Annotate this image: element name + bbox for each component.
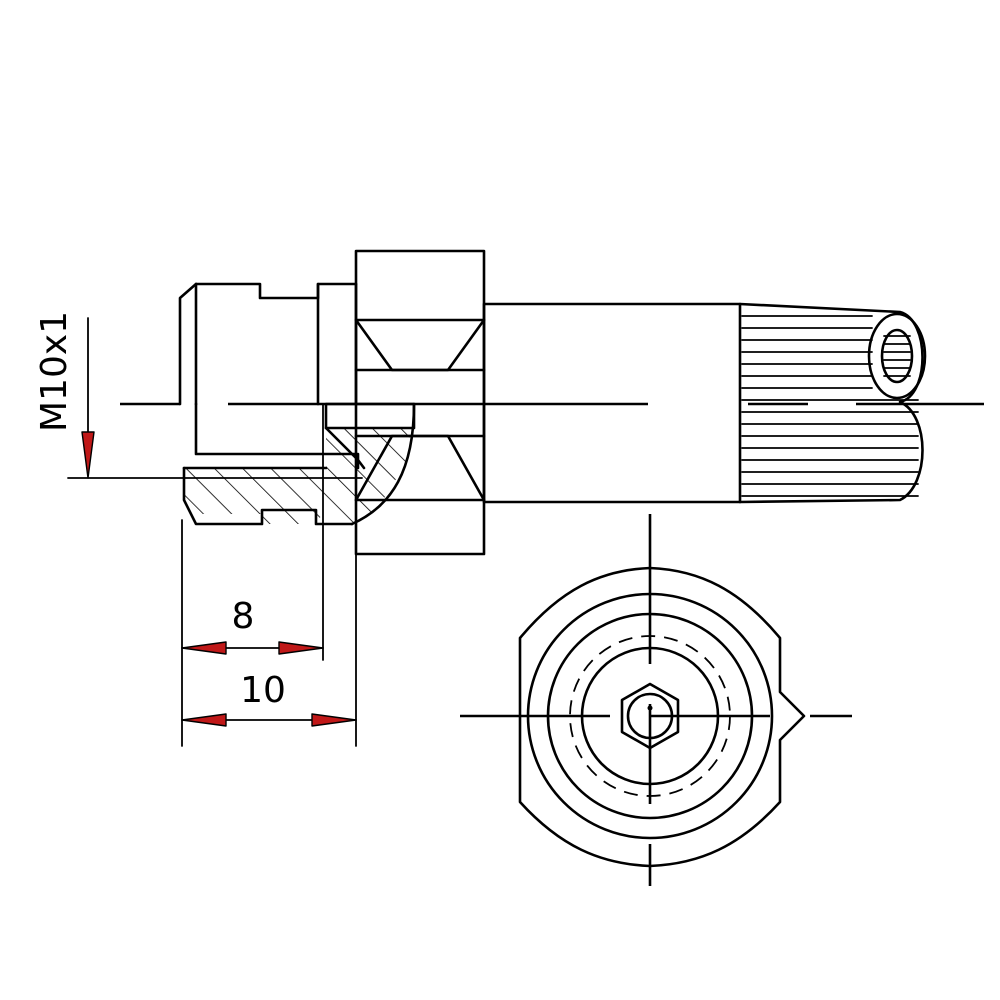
- dimension-arrow: [181, 713, 227, 727]
- thread-dimension-label: M10x1: [34, 311, 75, 432]
- threaded-nose: [178, 282, 358, 406]
- side-view: [120, 249, 984, 556]
- end-view-outline: [518, 566, 806, 868]
- hose-bore-lines: [883, 335, 911, 377]
- dimension-outer-length: 10: [181, 553, 357, 747]
- outer-length-label: 10: [240, 670, 286, 711]
- end-view: [460, 514, 852, 886]
- dimension-inner-length: 8: [181, 403, 324, 747]
- dimension-arrow: [81, 431, 95, 479]
- dimension-thread: M10x1: [34, 311, 363, 479]
- section-hatch: [182, 402, 416, 526]
- dimension-arrow: [278, 641, 324, 655]
- braided-hose: [738, 302, 927, 504]
- hose-braid-lines: [741, 315, 919, 497]
- dimension-arrow: [311, 713, 357, 727]
- inner-length-label: 8: [232, 596, 255, 637]
- dimension-arrow: [181, 641, 227, 655]
